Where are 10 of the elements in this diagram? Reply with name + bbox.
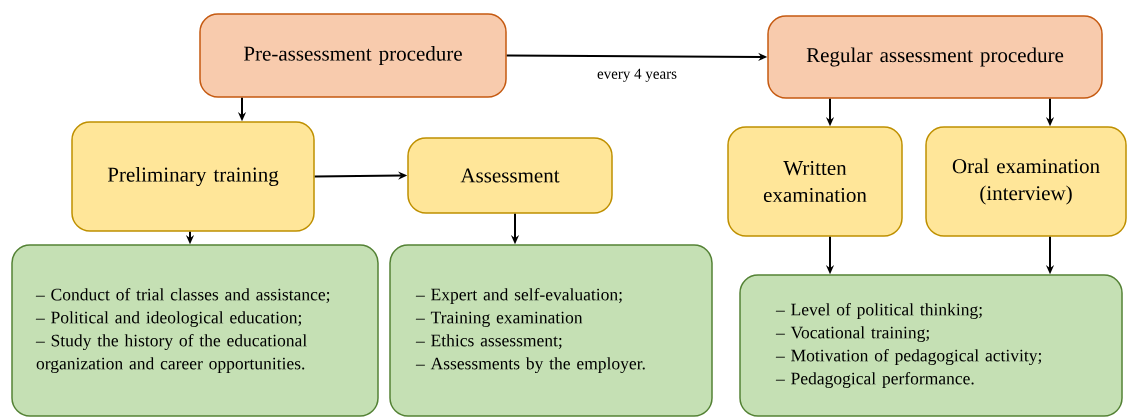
procedure-box: Regular assessment procedure (767, 15, 1103, 99)
procedure-box: Pre-assessment procedure (199, 13, 507, 98)
content-box: – Level of political thinking; – Vocational training; – Motivation of pedagogical activity; – Pedagogical performance. (739, 274, 1123, 417)
exam-box: Written examination (727, 126, 903, 237)
stage-box: Preliminary training (71, 121, 315, 232)
exam-box: Oral examination (interview) (925, 126, 1127, 237)
edge-label: every 4 years (597, 68, 677, 82)
content-box: – Conduct of trial classes and assistance; – Political and ideological education; – Study the history of the educational organization and career opportunities. (11, 244, 379, 417)
stage-box: Assessment (407, 137, 613, 214)
content-box: – Expert and self-evaluation; – Training examination – Ethics assessment; – Assessments by the employer. (389, 244, 713, 417)
